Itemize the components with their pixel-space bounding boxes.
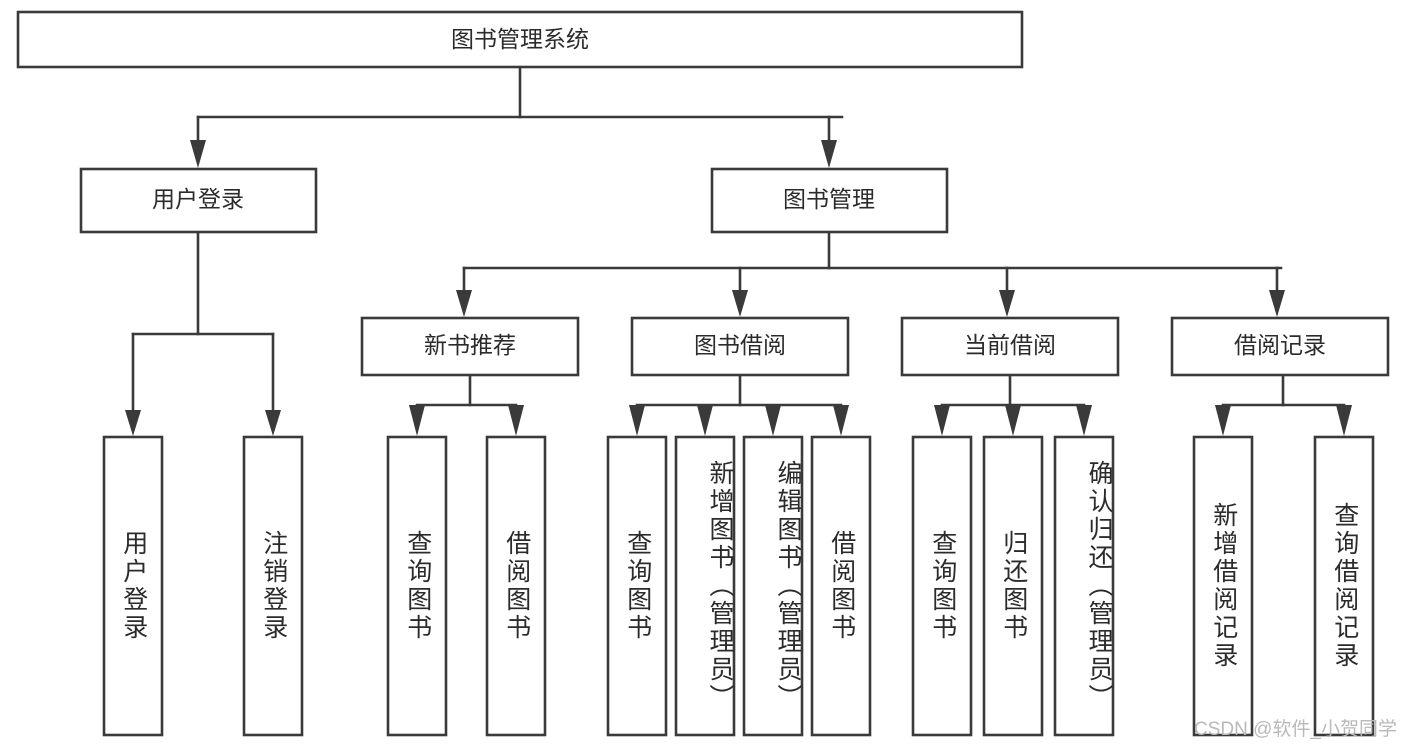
node-leaf-borrow-book-bor-box[interactable] xyxy=(810,435,872,737)
node-current-borrow-label: 当前借阅 xyxy=(964,332,1056,358)
node-leaf-query-book-bor-box[interactable] xyxy=(606,435,668,737)
arrow-head-leaf-logout-login xyxy=(265,410,281,436)
arrow-head-current-borrow xyxy=(999,290,1015,317)
leaf-boxes xyxy=(102,435,1375,737)
node-book-manage-label: 图书管理 xyxy=(783,186,875,212)
node-leaf-return-book-box[interactable] xyxy=(982,435,1044,737)
arrow-head-leaf-edit-book xyxy=(765,405,781,436)
node-root[interactable]: 图书管理系统 xyxy=(16,10,1024,69)
node-new-book-recommend-box[interactable] xyxy=(360,316,580,377)
arrow-head-leaf-add-book xyxy=(697,405,713,436)
connectors-user-login-to-leaves xyxy=(125,230,281,436)
arrow-head-book-manage xyxy=(821,140,837,168)
node-leaf-add-book-box[interactable] xyxy=(674,435,736,737)
connectors-current-borrow-to-leaves xyxy=(934,373,1092,436)
node-borrow-record-label: 借阅记录 xyxy=(1234,332,1326,358)
node-book-borrow-label: 图书借阅 xyxy=(694,332,786,358)
node-user-login[interactable]: 用户登录 xyxy=(79,167,318,234)
node-current-borrow[interactable]: 当前借阅 xyxy=(900,316,1120,377)
node-new-book-recommend-label: 新书推荐 xyxy=(424,332,516,358)
node-book-manage-box[interactable] xyxy=(710,167,949,234)
arrow-head-user-login xyxy=(190,140,206,168)
node-root-box[interactable] xyxy=(16,10,1024,69)
node-leaf-add-record-box[interactable] xyxy=(1192,435,1254,737)
node-new-book-recommend[interactable]: 新书推荐 xyxy=(360,316,580,377)
arrow-head-new-book xyxy=(456,290,472,317)
node-leaf-edit-book-box[interactable] xyxy=(742,435,804,737)
node-leaf-query-book-rec-box[interactable] xyxy=(386,435,448,737)
node-leaf-query-record-box[interactable] xyxy=(1313,435,1375,737)
node-root-label: 图书管理系统 xyxy=(451,26,589,52)
connectors-book-borrow-to-leaves xyxy=(629,373,849,436)
connectors-new-book-to-leaves xyxy=(409,373,524,436)
node-leaf-borrow-book-rec-box[interactable] xyxy=(485,435,547,737)
arrow-head-leaf-query-book-rec xyxy=(409,405,425,436)
arrow-head-leaf-query-book-cur xyxy=(934,405,950,436)
node-borrow-record-box[interactable] xyxy=(1170,316,1390,377)
arrow-head-borrow-record xyxy=(1269,290,1285,317)
node-leaf-confirm-return-box[interactable] xyxy=(1053,435,1115,737)
node-book-borrow-box[interactable] xyxy=(630,316,850,377)
node-leaf-query-book-cur-box[interactable] xyxy=(911,435,973,737)
connectors-root-to-level2 xyxy=(190,65,844,168)
node-book-borrow[interactable]: 图书借阅 xyxy=(630,316,850,377)
arrow-head-leaf-query-book-bor xyxy=(629,405,645,436)
arrow-head-leaf-borrow-book-bor xyxy=(833,405,849,436)
connectors-borrow-record-to-leaves xyxy=(1215,373,1352,436)
connectors-book-manage-to-level3 xyxy=(456,230,1285,317)
arrow-head-leaf-add-record xyxy=(1215,405,1231,436)
node-borrow-record[interactable]: 借阅记录 xyxy=(1170,316,1390,377)
node-user-login-box[interactable] xyxy=(79,167,318,234)
node-leaf-user-login-box[interactable] xyxy=(102,435,164,737)
arrow-head-leaf-return-book xyxy=(1005,405,1021,436)
node-book-manage[interactable]: 图书管理 xyxy=(710,167,949,234)
arrow-head-book-borrow xyxy=(732,290,748,317)
arrow-head-leaf-user-login xyxy=(125,410,141,436)
arrow-head-leaf-query-record xyxy=(1336,405,1352,436)
node-current-borrow-box[interactable] xyxy=(900,316,1120,377)
arrow-head-leaf-borrow-book-rec xyxy=(508,405,524,436)
node-leaf-logout-login-box[interactable] xyxy=(242,435,304,737)
node-user-login-label: 用户登录 xyxy=(152,186,244,212)
arrow-head-leaf-confirm-return xyxy=(1076,405,1092,436)
